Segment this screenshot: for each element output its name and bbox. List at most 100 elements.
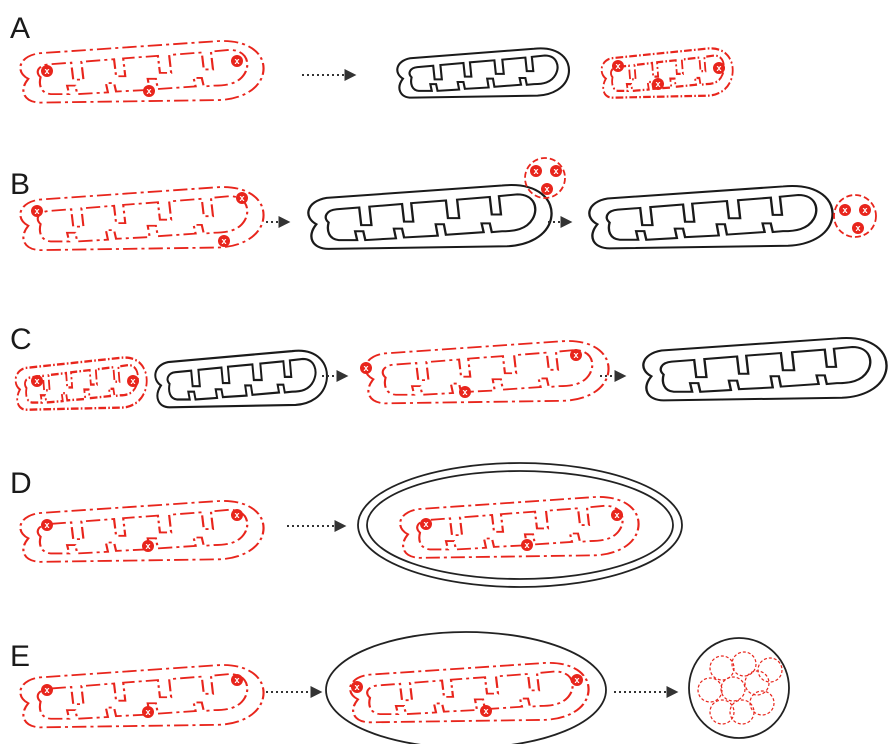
mitochondrion-healthy-icon xyxy=(308,185,551,249)
inner-membrane-cristae xyxy=(417,506,622,550)
inner-membrane-cristae xyxy=(38,50,248,94)
inner-membrane-cristae xyxy=(410,56,558,91)
svg-text:x: x xyxy=(462,387,467,397)
panel-label-a: A xyxy=(10,12,30,45)
damage-marker-icon: x xyxy=(859,204,871,216)
lysosome-icon xyxy=(689,638,789,738)
svg-text:x: x xyxy=(145,707,150,717)
svg-text:x: x xyxy=(34,376,39,386)
svg-text:x: x xyxy=(573,350,578,360)
svg-text:x: x xyxy=(544,184,549,194)
panel-label-d: D xyxy=(10,467,32,500)
svg-text:x: x xyxy=(234,56,239,66)
damage-marker-icon: x xyxy=(570,349,582,361)
damage-marker-icon: x xyxy=(41,65,53,77)
damage-marker-icon: x xyxy=(521,539,533,551)
damage-marker-icon: x xyxy=(41,519,53,531)
mitochondrial-fragment-icon xyxy=(758,658,782,682)
inner-membrane-cristae xyxy=(367,671,572,714)
svg-text:x: x xyxy=(363,363,368,373)
svg-text:x: x xyxy=(221,236,226,246)
svg-text:x: x xyxy=(44,520,49,530)
damage-marker-icon: x xyxy=(611,509,623,521)
damage-marker-icon: x xyxy=(41,684,53,696)
phagophore-membrane-icon xyxy=(358,463,682,587)
mitochondrial-fragment-icon xyxy=(745,671,769,695)
svg-text:x: x xyxy=(483,706,488,716)
panel-label-c: C xyxy=(10,323,32,356)
damage-marker-icon: x xyxy=(459,386,471,398)
damage-marker-icon: x xyxy=(652,78,664,90)
damage-marker-icon: x xyxy=(31,375,43,387)
svg-text:x: x xyxy=(533,166,538,176)
mitochondrion-healthy-icon xyxy=(155,351,327,408)
damage-marker-icon: x xyxy=(550,165,562,177)
damage-marker-icon: x xyxy=(541,183,553,195)
inner-membrane-cristae xyxy=(326,194,536,240)
inner-membrane-cristae xyxy=(611,56,724,91)
svg-text:x: x xyxy=(862,205,867,215)
mitochondrial-fragment-icon xyxy=(710,656,734,680)
mitochondrion-damaged-icon xyxy=(365,341,608,403)
damage-marker-icon: x xyxy=(530,165,542,177)
damage-marker-icon: x xyxy=(231,509,243,521)
svg-text:x: x xyxy=(842,205,847,215)
inner-membrane-cristae xyxy=(661,347,871,392)
svg-text:x: x xyxy=(655,79,660,89)
mitochondrion-healthy-icon xyxy=(643,338,886,400)
damage-marker-icon: x xyxy=(852,222,864,234)
inner-membrane-cristae xyxy=(607,195,817,240)
inner-membrane-cristae xyxy=(168,359,316,400)
damage-marker-icon: x xyxy=(218,235,230,247)
svg-text:x: x xyxy=(239,193,244,203)
svg-text:x: x xyxy=(614,510,619,520)
svg-text:x: x xyxy=(130,376,135,386)
mitochondrial-fragment-icon xyxy=(750,691,774,715)
damage-marker-icon: x xyxy=(143,85,155,97)
mitochondrial-fragment-icon xyxy=(698,678,722,702)
mitochondrion-healthy-icon xyxy=(397,48,569,97)
panel-label-e: E xyxy=(10,640,30,673)
svg-text:x: x xyxy=(574,675,579,685)
svg-text:x: x xyxy=(553,166,558,176)
damage-marker-icon: x xyxy=(360,362,372,374)
svg-text:x: x xyxy=(34,206,39,216)
damage-marker-icon: x xyxy=(231,55,243,67)
damage-marker-icon: x xyxy=(420,518,432,530)
svg-text:x: x xyxy=(615,61,620,71)
svg-text:x: x xyxy=(145,541,150,551)
damage-marker-icon: x xyxy=(142,706,154,718)
svg-text:x: x xyxy=(423,519,428,529)
autophagosome-membrane xyxy=(326,632,606,744)
mitochondrion-healthy-icon xyxy=(589,186,832,248)
svg-text:x: x xyxy=(354,682,359,692)
damage-marker-icon: x xyxy=(127,375,139,387)
damage-marker-icon: x xyxy=(236,192,248,204)
svg-text:x: x xyxy=(146,86,151,96)
damage-marker-icon: x xyxy=(351,681,363,693)
svg-text:x: x xyxy=(234,510,239,520)
inner-membrane-cristae xyxy=(383,350,593,395)
mitochondrial-fragment-icon xyxy=(721,677,745,701)
damage-marker-icon: x xyxy=(231,674,243,686)
damage-marker-icon: x xyxy=(713,62,725,74)
damage-marker-icon: x xyxy=(480,705,492,717)
panel-label-b: B xyxy=(10,168,30,201)
damage-marker-icon: x xyxy=(31,205,43,217)
svg-text:x: x xyxy=(44,66,49,76)
mitochondrion-damaged-icon xyxy=(20,501,263,562)
svg-text:x: x xyxy=(855,223,860,233)
svg-text:x: x xyxy=(44,685,49,695)
svg-text:x: x xyxy=(524,540,529,550)
mitochondrion-damaged-icon xyxy=(20,41,263,103)
mitochondrion-damaged-icon xyxy=(400,497,638,558)
damage-marker-icon: x xyxy=(571,674,583,686)
inner-membrane-cristae xyxy=(38,196,248,241)
mitochondrion-damaged-icon xyxy=(602,48,733,97)
svg-text:x: x xyxy=(716,63,721,73)
mitochondrion-damaged-icon xyxy=(350,663,588,722)
mitochondrion-damaged-icon xyxy=(20,665,263,727)
svg-text:x: x xyxy=(234,675,239,685)
damage-marker-icon: x xyxy=(839,204,851,216)
